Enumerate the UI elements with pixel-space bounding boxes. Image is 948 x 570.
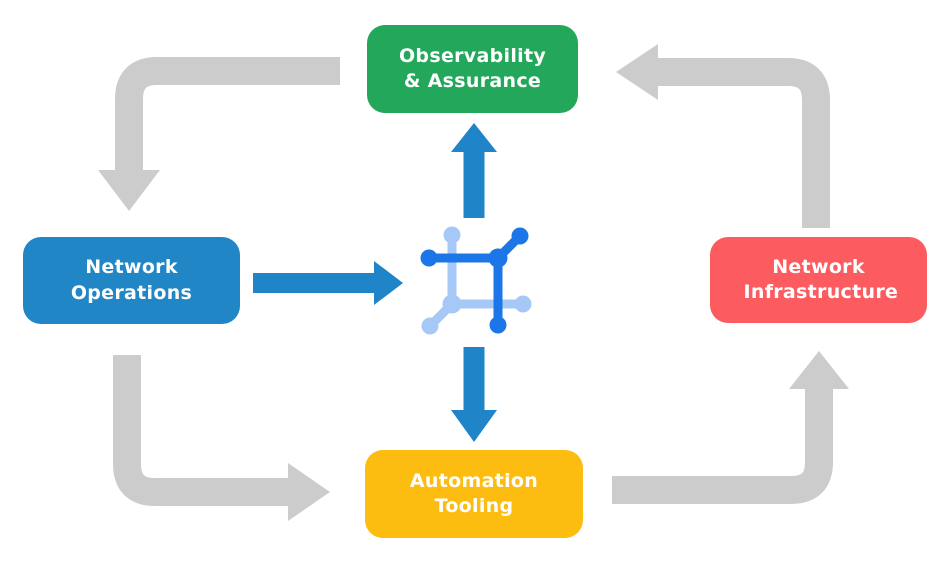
arrowhead-left-icon [616,44,658,100]
cycle-arrow-operations-to-tooling [113,355,330,521]
node-label: Automation Tooling [409,469,539,517]
arrowhead-up-icon [789,351,849,389]
mesh-node [443,226,461,244]
node-network-operations: Network Operations [23,237,240,324]
cycle-arrow-shaft [658,58,830,228]
mesh-node [421,317,439,335]
mesh-primary-strands [420,227,529,334]
mesh-node [489,316,507,334]
network-mesh-icon [420,226,532,335]
arrowhead-right-icon [374,261,403,305]
cycle-arrow-observability-to-operations [98,57,340,211]
arrowhead-right-icon [288,463,330,521]
flow-arrow-operations-to-center [253,261,403,305]
mesh-node [514,295,532,313]
cycle-arrow-tooling-to-infrastructure [612,351,849,504]
mesh-node [420,249,438,267]
node-automation-tooling: Automation Tooling [365,450,583,538]
mesh-secondary-strands [421,226,532,335]
node-network-infrastructure: Network Infrastructure [710,237,927,323]
arrowhead-down-icon [98,170,160,211]
cycle-arrow-shaft [113,355,288,506]
node-observability-assurance: Observability & Assurance [367,25,578,113]
mesh-junction-node [442,294,462,314]
cycle-arrow-shaft [115,57,340,172]
cycle-arrow-infrastructure-to-observability [616,44,830,228]
node-label: Network Infrastructure [743,255,899,303]
flow-arrow-center-to-tooling [451,347,497,442]
mesh-junction-node [488,248,508,268]
arrowhead-up-icon [451,123,497,152]
mesh-node [511,227,529,245]
node-label: Network Operations [70,256,193,304]
flow-arrow-center-to-observability [451,123,497,218]
arrowhead-down-icon [451,410,497,442]
node-label: Observability & Assurance [398,44,547,92]
cycle-arrow-shaft [612,389,833,504]
